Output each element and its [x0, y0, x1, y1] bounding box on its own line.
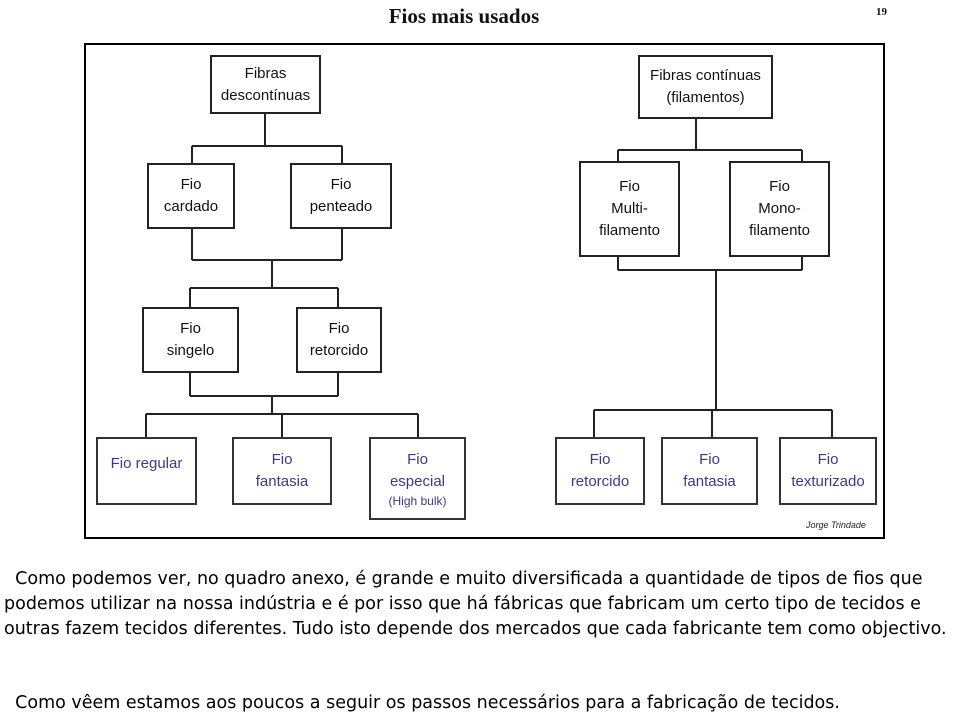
box-line: penteado — [309, 198, 373, 215]
box-fio-retorcido: Fio retorcido — [296, 307, 382, 373]
box-line: texturizado — [791, 473, 865, 490]
body-paragraph-closing: Como vêem estamos aos poucos a seguir os… — [4, 693, 840, 713]
box-line: Fio — [619, 178, 640, 195]
box-line: Fio — [180, 320, 201, 337]
box-line: fantasia — [683, 473, 736, 490]
box-fio-retorcido-continuo: Fio retorcido — [555, 437, 645, 505]
box-fio-regular: Fio regular — [96, 437, 197, 505]
box-line: cardado — [163, 198, 219, 215]
box-line: Multi- — [611, 200, 648, 217]
box-line: fantasia — [255, 473, 309, 490]
page-number: 19 — [876, 6, 887, 18]
box-fibras-descontinuas: Fibras descontínuas — [210, 55, 321, 114]
box-line: Fio — [769, 178, 790, 195]
box-line: Fio — [589, 451, 611, 468]
box-note: (High bulk) — [388, 493, 447, 508]
box-line: descontínuas — [220, 86, 311, 104]
box-line: Fio regular — [110, 455, 183, 472]
box-line: Fio — [328, 320, 350, 337]
box-fibras-continuas: Fibras contínuas (filamentos) — [638, 55, 773, 119]
box-line: Mono- — [758, 200, 801, 217]
box-fio-especial: Fio especial (High bulk) — [369, 437, 466, 520]
diagram-frame — [84, 43, 885, 539]
box-line: filamento — [599, 222, 660, 239]
box-line: Fibras contínuas — [650, 67, 761, 84]
box-line: singelo — [166, 342, 215, 359]
body-paragraph: Como podemos ver, no quadro anexo, é gra… — [4, 569, 947, 639]
box-line: Fio — [817, 451, 839, 468]
box-fio-penteado: Fio penteado — [290, 163, 392, 229]
box-line: Fio — [271, 451, 293, 468]
box-line: retorcido — [309, 342, 369, 359]
box-fio-texturizado: Fio texturizado — [779, 437, 877, 505]
box-fio-fantasia: Fio fantasia — [232, 437, 332, 505]
box-fio-fantasia-continuo: Fio fantasia — [661, 437, 758, 505]
box-line: Fio — [407, 450, 428, 468]
page-title: Fios mais usados — [388, 4, 540, 28]
box-line: Fio — [699, 451, 720, 468]
box-fio-multifilamento: Fio Multi- filamento — [579, 161, 680, 257]
box-line: Fio — [180, 176, 202, 193]
box-fio-singelo: Fio singelo — [142, 307, 239, 373]
box-line: (filamentos) — [666, 89, 745, 106]
box-line: retorcido — [570, 473, 630, 490]
box-fio-cardado: Fio cardado — [147, 163, 235, 229]
box-fio-monofilamento: Fio Mono- filamento — [729, 161, 830, 257]
box-line: Fio — [330, 176, 352, 193]
box-line: especial — [389, 472, 446, 490]
box-line: filamento — [749, 222, 810, 239]
box-line: Fibras — [244, 64, 287, 82]
author-credit: Jorge Trindade — [806, 520, 866, 530]
